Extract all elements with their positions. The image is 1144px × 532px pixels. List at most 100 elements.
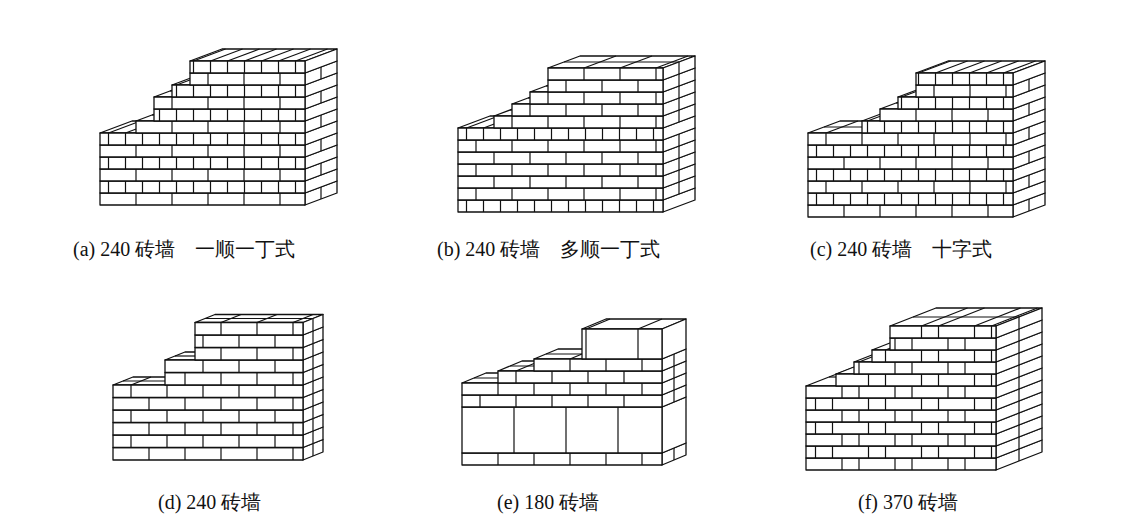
brick-joint <box>534 128 535 140</box>
brick-joint <box>867 145 868 157</box>
figure-caption: (c) 240 砖墙 十字式 <box>810 237 992 261</box>
brick-joint <box>565 80 566 92</box>
brick-joint <box>312 394 313 407</box>
brick-joint <box>1003 121 1004 133</box>
brick-joint <box>184 373 185 386</box>
brick-joint <box>279 193 280 205</box>
brick-joint <box>601 152 602 164</box>
brick-joint <box>935 73 936 85</box>
brick-joint <box>274 360 275 373</box>
brick-joint <box>295 61 296 73</box>
brick-joint <box>256 448 257 461</box>
brick-joint <box>295 181 296 193</box>
brick-joint <box>142 157 143 169</box>
brick-joint <box>171 121 172 133</box>
brick-joint <box>243 97 244 109</box>
brick-joint <box>142 181 143 193</box>
brick-joint <box>952 97 953 109</box>
brick-joint <box>637 176 638 188</box>
brick-wall <box>462 319 686 465</box>
brick-joint <box>193 109 194 121</box>
brick-joint <box>815 422 816 434</box>
brick-joint <box>952 73 953 85</box>
brick-face <box>1013 61 1045 85</box>
caption-holder: (c) 240 砖墙 十字式 <box>810 237 992 261</box>
brick-joint <box>202 335 203 348</box>
brick-joint <box>220 373 221 386</box>
brick-joint <box>583 188 584 200</box>
caption-holder: (a) 240 砖墙 一顺一丁式 <box>73 237 295 261</box>
brick-joint <box>184 423 185 436</box>
brick-face <box>462 395 662 407</box>
brick-joint <box>238 410 239 423</box>
brick-face <box>100 157 305 169</box>
brick-joint <box>933 181 934 193</box>
brick-joint <box>108 133 109 145</box>
caption-holder: (e) 180 砖墙 <box>497 490 599 514</box>
brick-joint <box>202 360 203 373</box>
brick-joint <box>815 446 816 458</box>
brick-joint <box>193 181 194 193</box>
figure-caption: (d) 240 砖墙 <box>158 490 261 514</box>
brick-joint <box>207 169 208 181</box>
brick-joint <box>320 91 321 103</box>
brick-face <box>113 423 303 436</box>
brick-joint <box>947 386 948 398</box>
brick-joint <box>655 140 656 152</box>
brick-joint <box>295 133 296 145</box>
brick-joint <box>918 97 919 109</box>
brick-joint <box>569 453 570 465</box>
brick-joint <box>987 157 988 169</box>
brick-joint <box>951 157 952 169</box>
figure-caption: (f) 370 砖墙 <box>858 490 958 514</box>
figure-caption: (a) 240 砖墙 一顺一丁式 <box>73 237 295 261</box>
brick-joint <box>655 188 656 200</box>
brick-face <box>498 371 662 383</box>
brick-joint <box>964 458 965 470</box>
brick-joint <box>918 145 919 157</box>
brick-joint <box>202 435 203 448</box>
brick-joint <box>568 128 569 140</box>
brick-joint <box>320 163 321 175</box>
brick-joint <box>826 121 858 133</box>
brick-joint <box>969 133 970 145</box>
brick-joint <box>947 458 948 470</box>
brick-joint <box>243 73 244 85</box>
brick-joint <box>529 104 530 116</box>
brick-joint <box>678 110 679 122</box>
brick-joint <box>278 61 279 73</box>
brick-joint <box>261 85 262 97</box>
brick-joint <box>911 386 912 398</box>
brick-joint <box>171 169 172 181</box>
brick-joint <box>517 200 518 212</box>
brick-joint <box>868 374 869 386</box>
brick-face <box>916 73 1013 85</box>
brick-face <box>305 49 337 73</box>
brick-joint <box>833 193 834 205</box>
brick-joint <box>1018 449 1019 461</box>
brick-face <box>890 326 996 338</box>
brick-joint <box>517 128 518 140</box>
brick-joint <box>184 398 185 411</box>
brick-joint <box>911 338 912 350</box>
brick-joint <box>176 181 177 193</box>
brick-joint <box>202 410 203 423</box>
brick-joint <box>867 121 868 133</box>
brick-face <box>808 193 1013 205</box>
brick-joint <box>952 121 953 133</box>
brick-joint <box>166 435 167 448</box>
brick-joint <box>312 419 313 432</box>
brick-joint <box>969 121 970 133</box>
brick-joint <box>918 169 919 181</box>
brick-joint <box>245 49 277 61</box>
brick-joint <box>227 109 228 121</box>
brick-joint <box>176 109 177 121</box>
brick-joint <box>974 422 975 434</box>
brick-wall <box>806 308 1042 470</box>
brick-joint <box>636 128 637 140</box>
brick-joint <box>511 140 512 152</box>
brick-joint <box>320 139 321 151</box>
brick-joint <box>131 377 151 385</box>
brick-joint <box>602 128 603 140</box>
brick-joint <box>969 85 970 97</box>
